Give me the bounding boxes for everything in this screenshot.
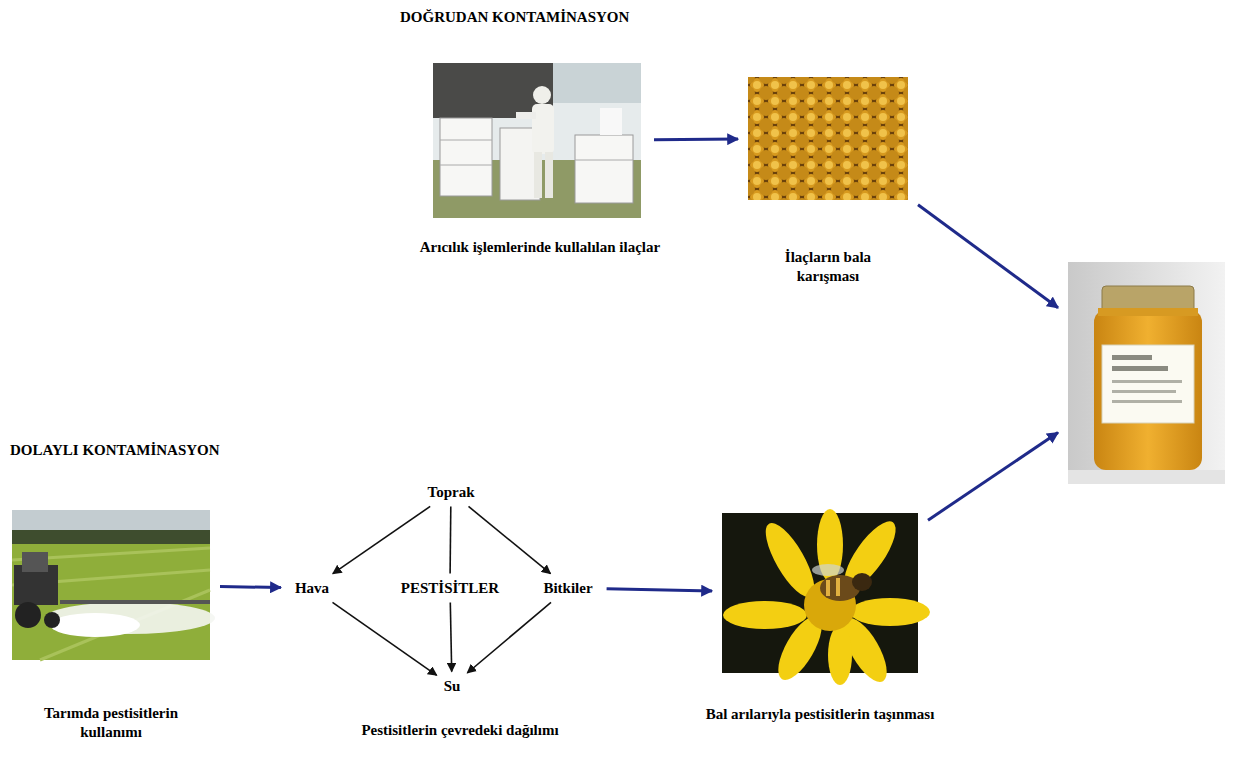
photo-frame	[436, 63, 644, 218]
group-caption: Pestisitlerin çevredeki dağılımı	[355, 721, 565, 740]
photo-caption: İlaçların bala karışması	[761, 248, 896, 286]
honeycomb-photo	[748, 77, 908, 200]
node-word: Su	[440, 675, 465, 698]
bee-flower-photo	[722, 509, 930, 688]
dispersion-arrow	[449, 506, 451, 573]
photo-frame	[748, 77, 908, 200]
dispersion-arrow	[467, 602, 551, 673]
photo-node: İlaçların bala karışması	[738, 77, 918, 286]
dispersion-arrow	[450, 602, 451, 671]
photo-node: Tarımda pestisitlerin kullanımı	[5, 510, 217, 742]
section-heading: DOLAYLI KONTAMİNASYON	[10, 441, 220, 460]
photo-frame	[722, 513, 918, 673]
photo-caption: Tarımda pestisitlerin kullanımı	[29, 704, 194, 742]
text-node: Toprak	[424, 481, 479, 504]
beekeeping-photo	[433, 63, 641, 218]
jar-node	[1068, 262, 1225, 484]
photo-caption: Arıcılık işlemlerinde kullalılan ilaçlar	[385, 238, 695, 257]
section-heading: DOĞRUDAN KONTAMİNASYON	[400, 8, 629, 27]
diagram-group: Pestisitlerin çevredeki dağılımı ToprakHa…	[290, 478, 630, 770]
node-word: Toprak	[424, 481, 479, 504]
node-word: PESTİSİTLER	[397, 577, 503, 600]
flow-arrow	[928, 433, 1058, 521]
text-node: Bitkiler	[539, 577, 596, 600]
node-word: Bitkiler	[539, 577, 596, 600]
dispersion-arrow	[469, 506, 551, 573]
flow-arrow	[654, 138, 738, 142]
dispersion-arrow	[333, 602, 437, 675]
flow-arrow	[607, 589, 712, 591]
node-word: Hava	[291, 577, 333, 600]
text-node: Hava	[291, 577, 333, 600]
photo-node: Bal arılarıyla pestisitlerin taşınması	[690, 513, 950, 724]
flow-arrow	[918, 205, 1058, 308]
photo-node: Arıcılık işlemlerinde kullalılan ilaçlar	[380, 63, 700, 257]
honey-jar-photo	[1068, 262, 1225, 484]
photo-frame	[12, 510, 210, 660]
tractor-photo	[12, 510, 215, 660]
dispersion-arrow	[333, 506, 430, 573]
text-node: Su	[440, 675, 465, 698]
flow-arrow	[220, 585, 281, 589]
photo-caption: Bal arılarıyla pestisitlerin taşınması	[695, 705, 945, 724]
text-node: PESTİSİTLER	[397, 577, 503, 600]
